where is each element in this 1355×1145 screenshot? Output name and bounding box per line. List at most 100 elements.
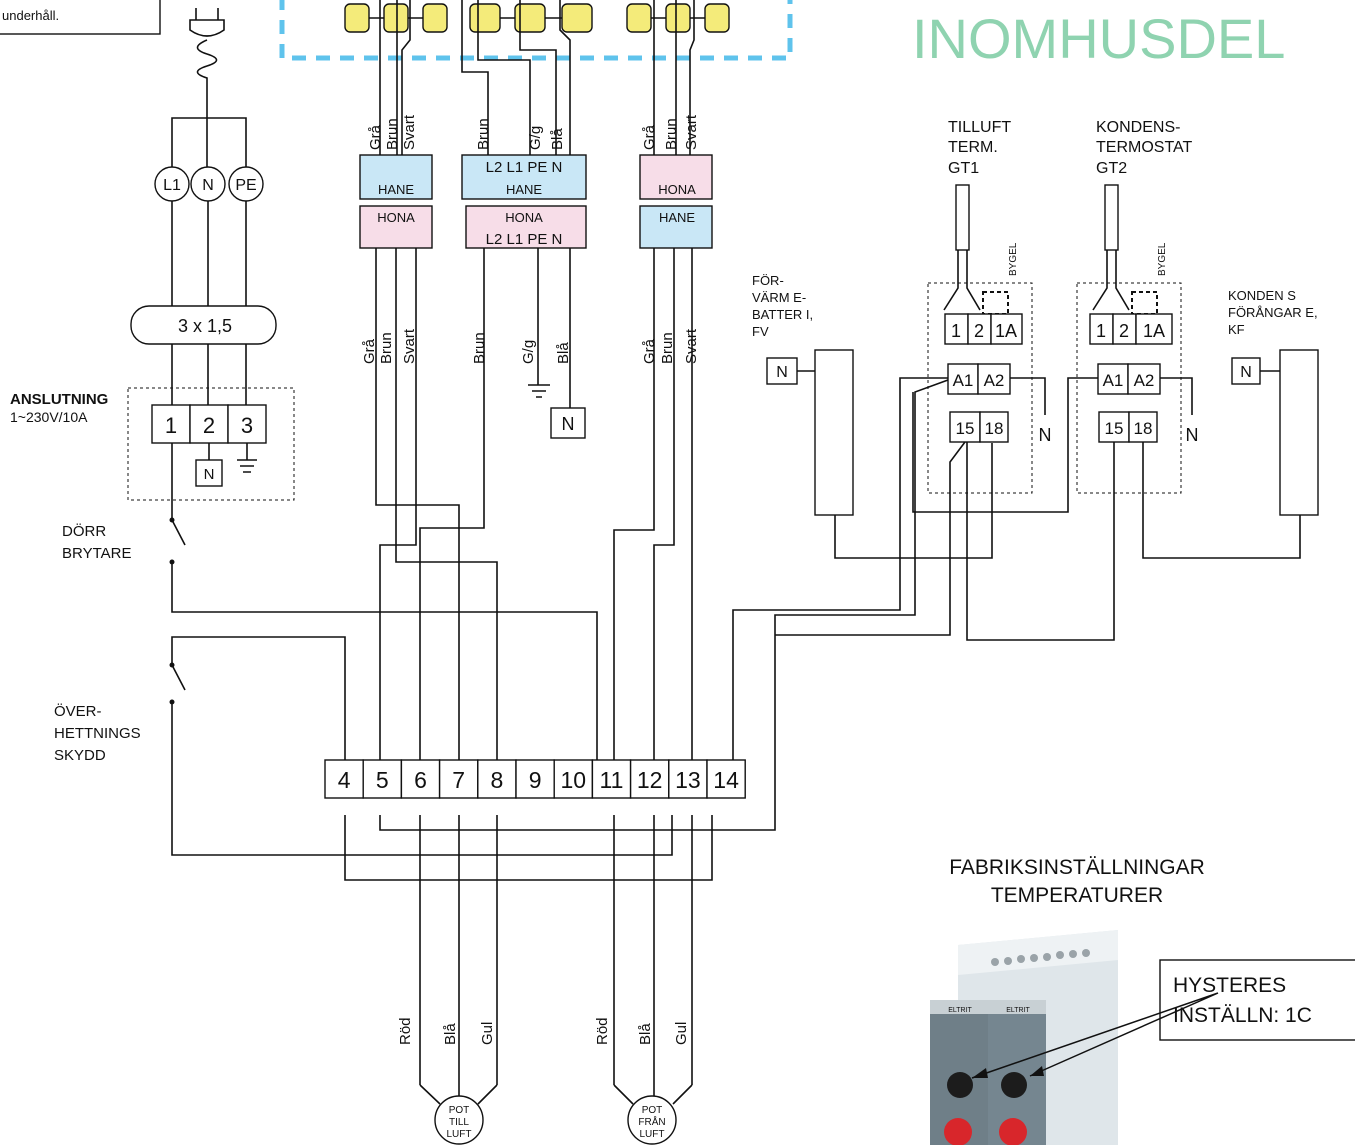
pot-exhaust-air: Röd Blå Gul POT FRÅN LUFT	[594, 1017, 693, 1145]
preheat-neutral: N	[776, 364, 788, 381]
preheat-title-2: VÄRM E-	[752, 290, 806, 305]
left-lower-label: HONA	[377, 210, 415, 225]
left-wire-top-1: Grå	[367, 124, 384, 150]
preheat-title-3: BATTER I,	[752, 307, 813, 322]
door-switch: DÖRR BRYTARE	[62, 443, 598, 775]
terminal-8: 8	[491, 767, 504, 793]
pot2-wire-3: Gul	[673, 1022, 690, 1045]
neutral-box	[195, 459, 223, 487]
gt1-coil: A1 A2	[947, 363, 1011, 395]
terminal-10: 10	[561, 767, 587, 793]
terminal-11: 11	[600, 767, 624, 793]
pot2-label-1: POT	[642, 1105, 663, 1116]
cable-spec-label: 3 x 1,5	[178, 316, 232, 336]
terminal-cell	[629, 759, 670, 799]
gt1-15: 15	[956, 419, 975, 438]
callout-line-1: HYSTERES	[1173, 974, 1286, 997]
pot-supply-air: Röd Blå Gul POT TILL LUFT	[397, 1017, 498, 1145]
pot1-wire-1: Röd	[397, 1017, 414, 1045]
terminal-9: 9	[529, 767, 542, 793]
device-brand-2: ELTRIT	[1006, 1007, 1030, 1014]
left-wire-bottom-3: Svart	[401, 328, 418, 364]
pot2-wire-2: Blå	[637, 1023, 654, 1045]
overheat-label-3: SKYDD	[54, 747, 106, 764]
mid-lower-pins: L2 L1 PE N	[486, 231, 563, 248]
pot1-label-2: TILL	[449, 1117, 469, 1128]
mid-wire-bottom-2: G/g	[520, 340, 537, 364]
gt1-contacts: 15 18	[949, 411, 1009, 443]
gt1-sensor	[955, 184, 970, 251]
terminal-cell	[515, 759, 555, 799]
terminal-5: 5	[376, 767, 389, 793]
terminal-4: 4	[338, 767, 351, 793]
connector-housing	[279, 0, 793, 61]
gt2-term-2: 2	[1119, 321, 1129, 341]
terminal-7: 7	[452, 767, 465, 793]
thermostat-gt2: KONDENS- TERMOSTAT GT2 BYGEL 1 2 1A A1 A…	[912, 119, 1301, 641]
callout-line-2: INSTÄLLN: 1C	[1173, 1004, 1312, 1027]
connection-rating: 1~230V/10A	[10, 409, 88, 425]
right-wire-bottom-1: Grå	[641, 338, 658, 364]
left-wire-bottom-2: Brun	[378, 332, 395, 364]
mid-upper-pins: L2 L1 PE N	[486, 159, 563, 176]
terminal-12: 12	[637, 767, 663, 793]
pot1-wire-3: Gul	[479, 1022, 496, 1045]
overheat-label-2: HETTNINGS	[54, 725, 141, 742]
gt2-sensor	[1104, 184, 1119, 251]
gt2-top-terms: 1 2 1A	[1089, 313, 1173, 345]
gt2-title-2: TERMOSTAT	[1096, 139, 1193, 156]
thermostat-gt1: TILLUFT TERM. GT1 BYGEL 1 2 1A A1 A2 N 1…	[775, 119, 1052, 636]
thermostat-device-photo: ELTRIT ELTRIT	[930, 930, 1118, 1145]
neutral-label: N	[204, 466, 215, 483]
gt1-term-1a: 1A	[995, 321, 1017, 341]
mid-upper-label: HANE	[506, 182, 542, 197]
gt1-neutral: N	[1039, 425, 1052, 445]
device-brand-1: ELTRIT	[948, 1007, 972, 1014]
overheat-protection: ÖVER- HETTNINGS SKYDD	[54, 636, 673, 856]
gt2-coil: A1 A2	[1097, 363, 1161, 395]
factory-title-2: TEMPERATURER	[991, 884, 1163, 907]
gt1-title-2: TERM.	[948, 139, 998, 156]
connector-mid: Brun G/g Blå L2 L1 PE N HANE HONA L2 L1 …	[461, 118, 587, 439]
gt1-18: 18	[985, 419, 1004, 438]
mid-lower-label: HONA	[505, 210, 543, 225]
wire-clips	[344, 3, 730, 33]
mid-wire-top-2: G/g	[527, 126, 544, 150]
n-label: N	[202, 177, 214, 194]
connection-terminal-block: 1 2 3	[151, 404, 267, 444]
gt2-contacts: 15 18	[1098, 411, 1158, 443]
pot1-label-3: LUFT	[447, 1129, 472, 1140]
pot2-label-2: FRÅN	[638, 1115, 665, 1128]
gt2-15: 15	[1105, 419, 1124, 438]
left-wire-top-3: Svart	[401, 114, 418, 150]
terminal-14: 14	[713, 767, 739, 793]
mid-wire-top-3: Blå	[549, 128, 566, 150]
central-wiring	[344, 248, 949, 881]
preheat-battery: FÖR- VÄRM E- BATTER I, FV N	[752, 273, 993, 559]
hysteresis-callout: HYSTERES INSTÄLLN: 1C	[971, 959, 1355, 1079]
terminal-cell	[591, 759, 632, 799]
connection-title: ANSLUTNING	[10, 391, 108, 408]
right-wire-bottom-2: Brun	[659, 332, 676, 364]
pot1-label-1: POT	[449, 1105, 470, 1116]
connector-left: Grå Brun Svart HANE HONA Grå Brun Svart	[359, 114, 433, 364]
mid-wire-bottom-3: Blå	[555, 342, 572, 364]
right-wire-top-2: Brun	[663, 118, 680, 150]
evap-neutral: N	[1240, 364, 1252, 381]
gt2-18: 18	[1134, 419, 1153, 438]
right-wire-top-1: Grå	[641, 124, 658, 150]
gt2-title-1: KONDENS-	[1096, 119, 1180, 136]
gt1-top-terms: 1 2 1A	[944, 313, 1023, 345]
evap-title-3: KF	[1228, 322, 1245, 337]
mid-neutral-label: N	[562, 414, 575, 434]
terminal-6: 6	[414, 767, 427, 793]
note-box	[0, 0, 161, 35]
terminal-cell	[706, 759, 746, 799]
gt2-bygel: BYGEL	[1157, 242, 1168, 276]
clip-leads	[369, 0, 705, 155]
condenser-evaporator: KONDEN S FÖRÅNGAR E, KF N	[1228, 288, 1319, 516]
gt2-a2: A2	[1134, 371, 1155, 390]
gt1-term-2: 2	[974, 321, 984, 341]
